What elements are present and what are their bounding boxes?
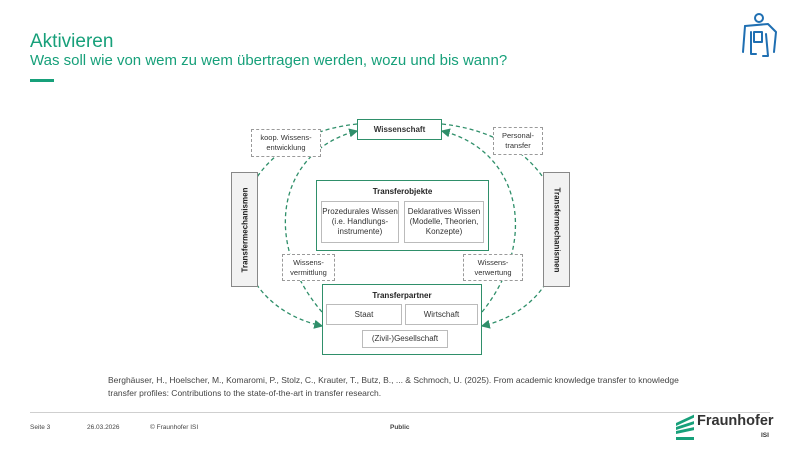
footer-classification: Public <box>390 424 410 431</box>
wissensvermittlung-label: Wissens-vermittlung <box>282 254 335 281</box>
footer-divider <box>30 412 770 413</box>
transfermechanismen-left-label: Transfermechanismen <box>240 187 249 272</box>
transferobjekte-title: Transferobjekte <box>372 187 433 196</box>
koop-wissensentwicklung-label: koop. Wissens-entwicklung <box>251 129 321 157</box>
transfermechanismen-right: Transfermechanismen <box>543 172 570 287</box>
page-title: Aktivieren <box>30 31 114 52</box>
deklaratives-wissen-box: Deklaratives Wissen (Modelle, Theorien, … <box>404 201 484 243</box>
fraunhofer-brand: Fraunhofer <box>697 413 774 429</box>
wirtschaft-box: Wirtschaft <box>405 304 478 325</box>
transfermechanismen-right-label: Transfermechanismen <box>552 187 561 272</box>
footer-page: Seite 3 <box>30 424 51 431</box>
wissensverwertung-label: Wissens-verwertung <box>463 254 523 281</box>
footer-date: 26.03.2026 <box>87 424 120 431</box>
transferpartner-title: Transferpartner <box>372 291 432 300</box>
citation-text: Berghäuser, H., Hoelscher, M., Komaromi,… <box>108 375 679 398</box>
footer-copyright: © Fraunhofer ISI <box>150 424 199 431</box>
person-lifting-icon <box>742 13 777 57</box>
staat-box: Staat <box>326 304 402 325</box>
title-underline <box>30 79 54 82</box>
page-subtitle: Was soll wie von wem zu wem übertragen w… <box>30 52 508 69</box>
fraunhofer-logo-icon <box>676 414 694 440</box>
wissenschaft-box: Wissenschaft <box>357 119 442 140</box>
transfermechanismen-left: Transfermechanismen <box>231 172 258 287</box>
zivilgesellschaft-box: (Zivil-)Gesellschaft <box>362 330 448 348</box>
arrow-partner-to-wissenschaft-left <box>284 128 359 313</box>
prozedurales-wissen-box: Prozedurales Wissen (i.e. Handlungs-inst… <box>321 201 399 243</box>
personaltransfer-label: Personal-transfer <box>493 127 543 155</box>
fraunhofer-isi: ISI <box>761 432 769 439</box>
